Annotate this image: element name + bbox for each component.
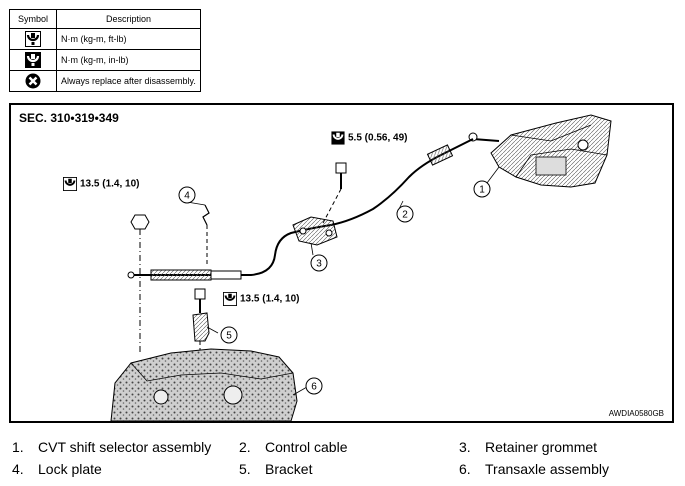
- svg-text:4: 4: [184, 191, 190, 202]
- always-replace-icon: [25, 73, 41, 89]
- legend-item: 6.Transaxle assembly: [459, 461, 609, 477]
- torque-wrench-icon: [223, 292, 237, 306]
- shift-selector-assembly: [468, 114, 612, 188]
- legend-item: 1.CVT shift selector assembly: [12, 439, 212, 455]
- symbol-table: Symbol Description N·m (kg-m, ft-lb) N·m…: [9, 9, 201, 92]
- torque-wrench-icon: [25, 31, 41, 47]
- symbol-description: Always replace after disassembly.: [56, 70, 201, 92]
- section-label: SEC. 310•319•349: [19, 111, 119, 125]
- symbol-header: Symbol: [9, 9, 57, 29]
- callout-1: 1: [473, 180, 491, 198]
- legend-item: 4.Lock plate: [12, 461, 102, 477]
- svg-text:2: 2: [402, 210, 408, 221]
- torque-wrench-icon: [63, 177, 77, 191]
- lock-plate: [202, 204, 210, 265]
- svg-text:6: 6: [311, 382, 317, 393]
- callout-6: 6: [305, 377, 323, 395]
- symbol-row: N·m (kg-m, in-lb): [9, 49, 201, 71]
- assembly-drawing: [110, 114, 612, 421]
- callout-2: 2: [396, 205, 414, 223]
- callout-5: 5: [220, 326, 238, 344]
- torque-spec-left: 13.5 (1.4, 10): [63, 177, 139, 191]
- legend-item: 3.Retainer grommet: [459, 439, 598, 455]
- torque-spec-upper: 5.5 (0.56, 49): [331, 131, 407, 145]
- torque-spec-bracket: 13.5 (1.4, 10): [223, 292, 299, 306]
- symbol-row: N·m (kg-m, ft-lb): [9, 28, 201, 50]
- control-cable: [127, 138, 474, 281]
- svg-text:3: 3: [316, 259, 322, 270]
- torque-wrench-inlb-icon: [331, 131, 345, 145]
- callout-3: 3: [310, 254, 328, 272]
- svg-text:5: 5: [226, 331, 232, 342]
- symbol-description: N·m (kg-m, ft-lb): [56, 28, 201, 50]
- retainer-grommet: [292, 216, 338, 246]
- description-header: Description: [56, 9, 201, 29]
- diagram-frame: SEC. 310•319•349: [9, 103, 674, 423]
- nut-left: [130, 214, 150, 355]
- bolt-upper: [322, 162, 347, 224]
- transaxle-assembly: [110, 348, 298, 421]
- symbol-description: N·m (kg-m, in-lb): [56, 49, 201, 71]
- bracket: [192, 288, 210, 365]
- svg-text:1: 1: [479, 185, 485, 196]
- callout-4: 4: [178, 186, 196, 204]
- figure-code: AWDIA0580GB: [608, 409, 664, 418]
- symbol-table-header: Symbol Description: [9, 9, 201, 29]
- torque-wrench-inlb-icon: [25, 52, 41, 68]
- legend-item: 5.Bracket: [239, 461, 313, 477]
- symbol-row: Always replace after disassembly.: [9, 70, 201, 92]
- legend-item: 2.Control cable: [239, 439, 348, 455]
